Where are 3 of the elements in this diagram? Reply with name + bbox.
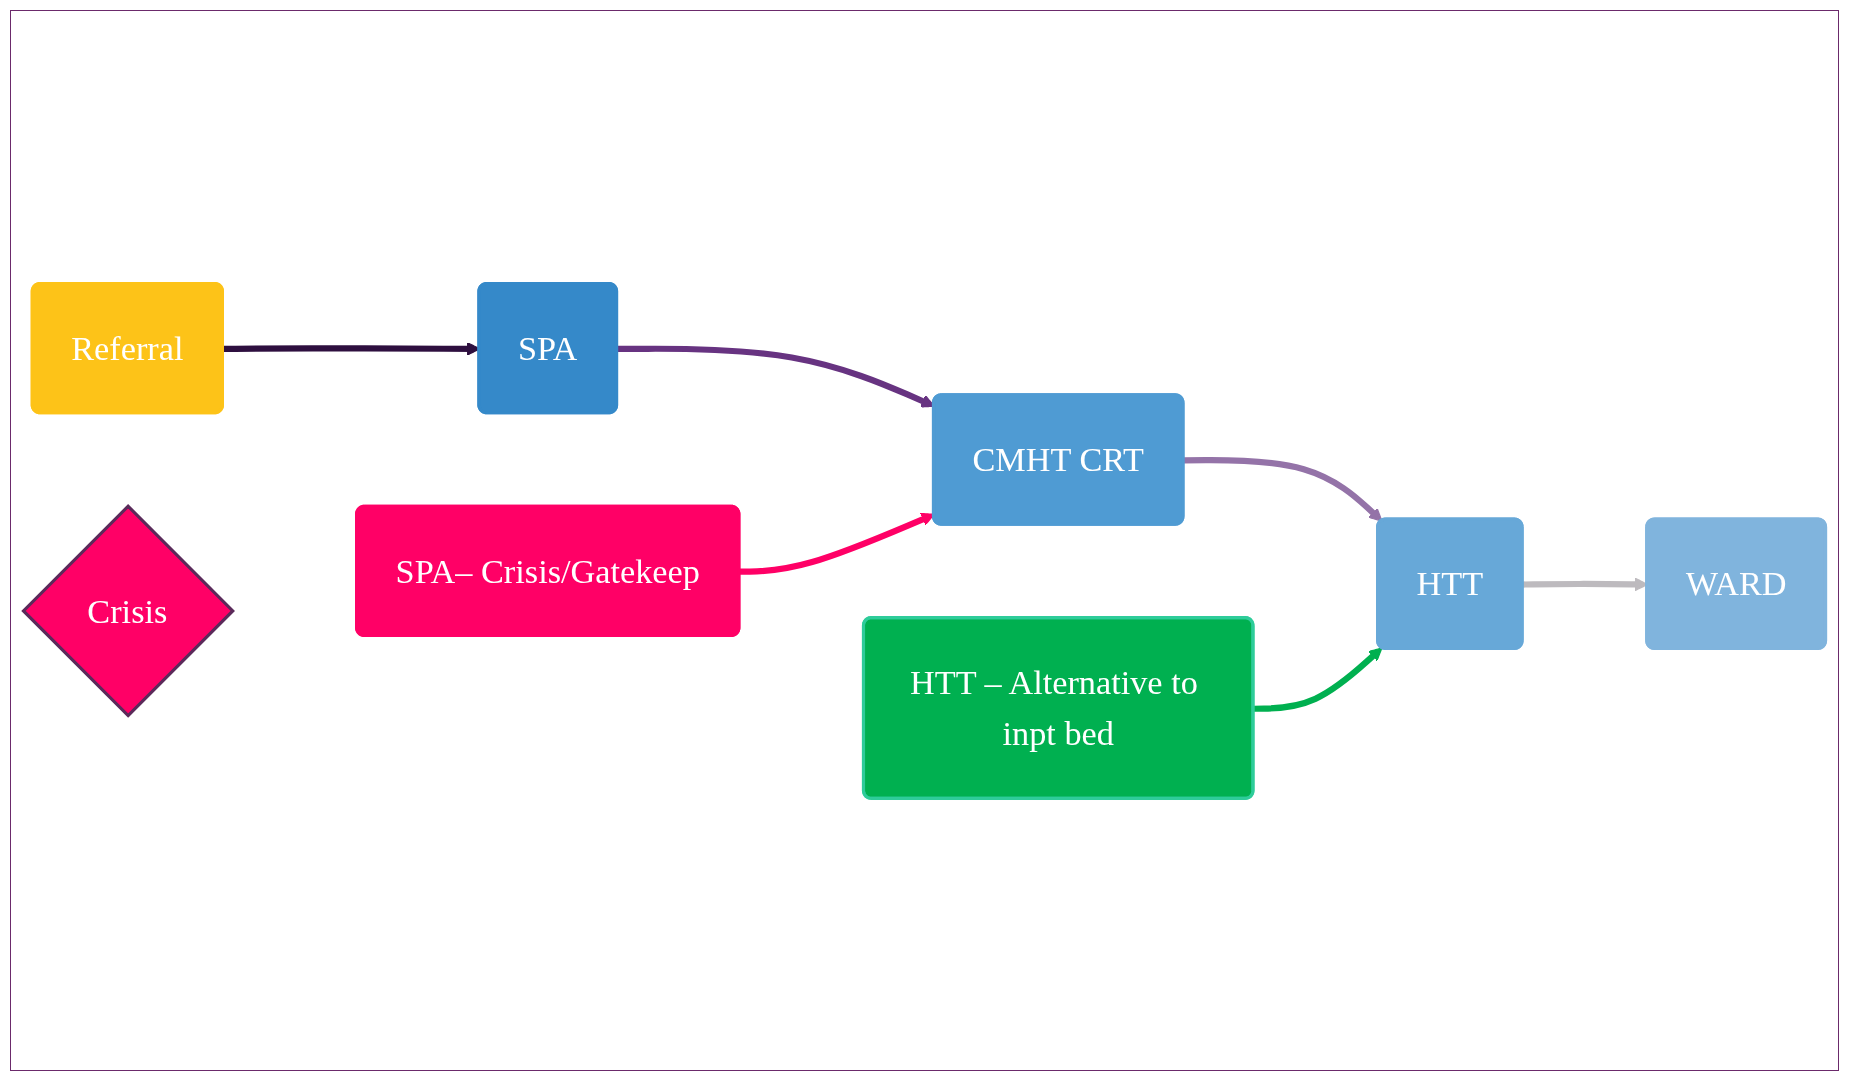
arrow (1183, 456, 1383, 522)
arrow (1253, 646, 1383, 712)
node-diamond: Crisis (21, 503, 235, 718)
